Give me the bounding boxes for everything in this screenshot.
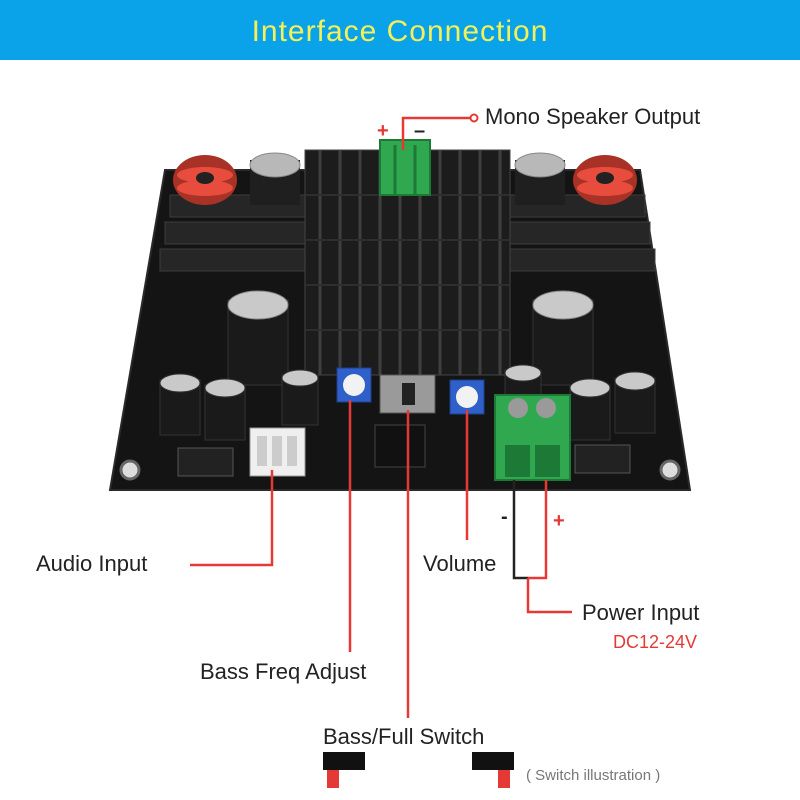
switch-illustration-left <box>323 752 365 788</box>
page-title: Interface Connection <box>251 15 549 48</box>
side-heatsink-right <box>504 194 656 272</box>
leader-audio <box>190 470 274 567</box>
inductor-left <box>173 155 237 205</box>
speaker-output-label: Mono Speaker Output <box>485 104 701 129</box>
bass-full-slide-switch <box>379 374 436 414</box>
mount-hole <box>659 459 681 481</box>
potentiometer-bass <box>336 367 372 403</box>
power-plus-sign: + <box>553 510 565 532</box>
audio-input-connector <box>249 427 306 477</box>
ic-chip <box>374 424 426 468</box>
bass-switch-label: Bass/Full Switch <box>323 724 485 749</box>
capacitor-big-right <box>532 290 594 386</box>
leader-power <box>526 578 572 614</box>
capacitor-top-left <box>249 152 301 205</box>
mount-hole <box>119 459 141 481</box>
capacitor-small <box>159 364 656 441</box>
header-banner <box>0 0 800 60</box>
audio-input-label: Audio Input <box>36 551 148 576</box>
smd-diode <box>177 447 234 477</box>
wire-negative <box>512 480 528 580</box>
switch-illustration-right <box>472 752 514 788</box>
power-minus-sign: - <box>501 506 508 528</box>
potentiometer-volume <box>449 379 485 415</box>
side-heatsink-left <box>159 194 311 272</box>
leader-endpoint <box>469 113 479 123</box>
leader-lines <box>190 116 572 718</box>
capacitor-big-left <box>227 290 289 386</box>
power-input-label: Power Input <box>582 600 700 625</box>
power-spec-label: DC12-24V <box>613 632 698 652</box>
capacitor-top-right <box>514 152 566 205</box>
speaker-terminal <box>379 139 431 196</box>
volume-label: Volume <box>423 551 497 576</box>
bass-freq-label: Bass Freq Adjust <box>200 659 367 684</box>
switch-note-label: ( Switch illustration ) <box>526 767 661 784</box>
smd-diode <box>574 444 631 474</box>
speaker-minus-sign: – <box>414 120 426 142</box>
leader-speaker <box>401 116 472 150</box>
speaker-plus-sign: + <box>377 120 389 142</box>
wire-positive <box>528 480 548 580</box>
power-terminal <box>494 394 571 481</box>
inductor-right <box>573 155 637 205</box>
